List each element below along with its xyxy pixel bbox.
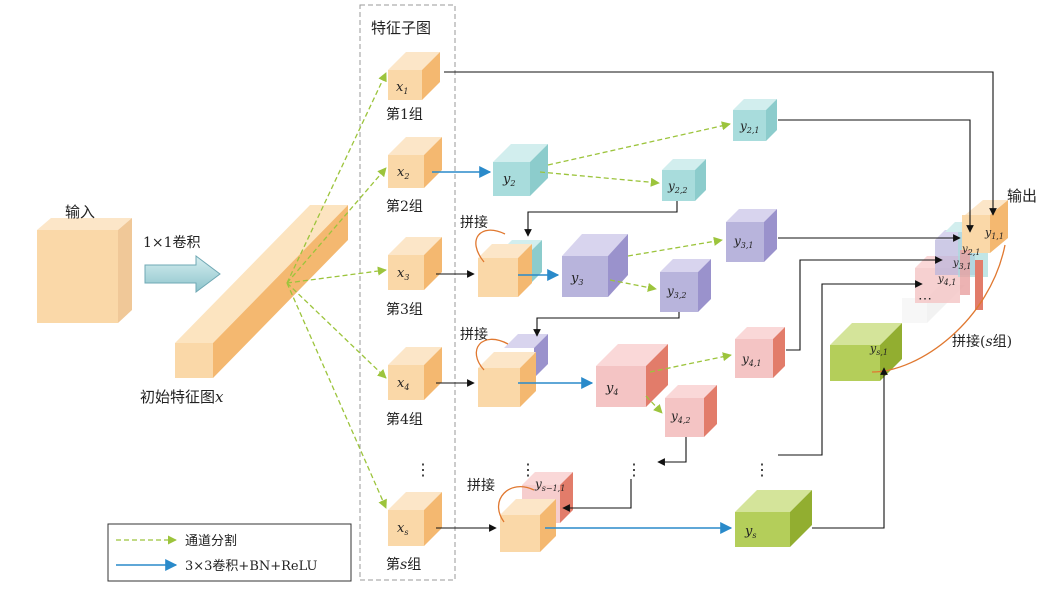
cube-xs [388,492,442,546]
cube-y41 [735,327,785,378]
groups-label: 第s组 [386,556,421,573]
x3-label: x3 [397,266,409,282]
vdots-right: ⋮ [754,460,770,479]
cube-ys1 [830,323,902,381]
cube-x4 [388,347,442,400]
column-vdots: ⋮ [415,460,431,479]
vdots-mid: ⋮ [626,460,642,479]
group2-label: 第2组 [386,198,423,215]
x1-label: x1 [396,80,408,96]
y31-label: y3,1 [733,234,754,250]
concat-label-3: 拼接 [460,214,488,231]
y3-label: y3 [570,271,583,287]
conv1x1-arrow [144,255,221,293]
y2-label: y2 [502,172,515,188]
ys11-label: ys−1,1 [534,477,565,493]
input-block [37,218,132,323]
vdots-concat: ⋮ [520,460,536,479]
split-arrows-row2 [539,121,731,187]
concat-label-s: 拼接 [467,477,495,494]
y42-label: y4,2 [670,409,691,425]
conv1x1-label: 1×1卷积 [143,235,201,251]
y41-label: y4,1 [741,352,762,368]
concat-block-3 [478,240,542,297]
concat-s-curve [871,244,1006,373]
cube-y32 [660,259,711,312]
concat-curve-4 [475,338,509,371]
subfeature-column-box [359,4,456,581]
input-label: 输入 [65,203,95,221]
feedback-arrow-y42 [657,437,687,466]
group3-label: 第3组 [386,301,423,318]
cube-y42 [665,385,717,437]
feedback-arrow-y32 [533,312,680,337]
output-stack [902,200,1008,323]
cube-ys [735,490,812,547]
concat-s-label: 拼接(s组) [952,333,1012,350]
cube-y31 [726,209,777,262]
cube-x2 [388,137,442,188]
concat-label-4: 拼接 [460,326,488,343]
legend-box [107,523,352,582]
group4-label: 第4组 [386,411,423,428]
ys-label: ys [744,524,756,540]
cube-y21 [733,99,777,141]
split-arrows [286,72,387,509]
initial-feature-map [175,205,348,378]
out-y41-label: y4,1 [937,274,956,287]
cube-y2 [493,144,548,196]
concat-block-4 [478,334,548,407]
output-label: 输出 [1007,187,1037,205]
y32-label: y3,2 [666,284,687,300]
out-y31-label: y3,1 [952,258,971,271]
y11-label: y1,1 [984,226,1004,241]
concat-curve-3 [475,229,506,263]
legend-conv-label: 3×3卷积+BN+ReLU [185,558,318,574]
feedback-arrow-s [562,479,632,512]
y21-label: y2,1 [739,119,760,135]
subfeature-title: 特征子图 [371,19,431,37]
concat-curve-s [498,485,535,523]
group1-label: 第1组 [386,106,423,123]
initial-map-label: 初始特征图x [140,388,224,406]
xs-label: xs [397,521,408,537]
cube-y4 [596,344,668,407]
cube-y22 [662,159,706,201]
split-arrows-row4 [645,352,732,414]
cube-y3 [562,234,628,297]
y22-label: y2,2 [667,179,688,195]
legend-split-label: 通道分割 [185,533,237,549]
output-routing-lines [444,71,997,529]
output-hdots: ⋯ [918,291,932,307]
cube-x3 [388,237,442,290]
y4-label: y4 [605,381,618,397]
x2-label: x2 [397,165,409,181]
cube-x1 [388,52,440,100]
ys1-label: ys,1 [869,342,888,357]
x4-label: x4 [397,376,409,392]
feedback-arrow-y22 [524,201,678,237]
out-y21-label: y2,1 [961,244,980,257]
